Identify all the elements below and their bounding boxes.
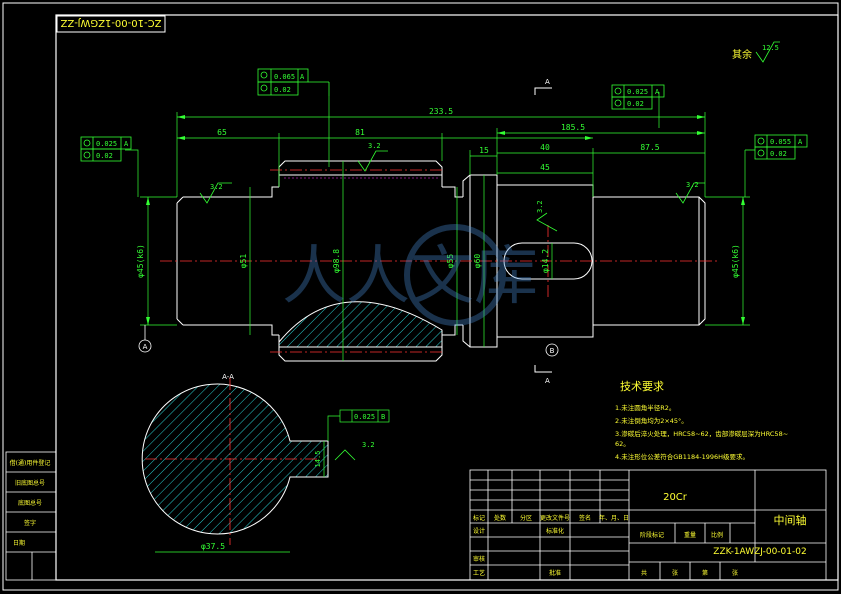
roughness-e: 3.2 xyxy=(362,441,375,449)
section-label: A-A xyxy=(222,373,234,381)
stamp-label-3: 签字 xyxy=(24,519,36,527)
dim-left-step: 65 xyxy=(217,128,227,137)
tb-weight: 重量 xyxy=(684,531,696,539)
tb-approve: 批准 xyxy=(549,569,561,577)
tol-section: 0.025 xyxy=(354,413,375,421)
tb-sheet-2: 第 xyxy=(702,569,708,577)
dim-right-len: 185.5 xyxy=(561,123,585,132)
tol-mid-top: 0.025 xyxy=(627,88,648,96)
tol-mid-top-ref: A xyxy=(655,88,660,96)
section-cut-markers xyxy=(534,87,552,373)
tb-process: 工艺 xyxy=(473,569,485,577)
datum-a: A xyxy=(143,343,148,351)
roughness-a: 3.2 xyxy=(210,183,223,191)
tb-review: 审核 xyxy=(473,555,485,563)
tb-scale: 比例 xyxy=(711,531,723,539)
tech-item-4: 4.未注形位公差符合GB1184-1996H级要求。 xyxy=(615,452,749,461)
dim-gear-len: 81 xyxy=(355,128,365,137)
dim-dia-d3: φ55 xyxy=(446,254,455,269)
roughness-symbols xyxy=(199,150,705,461)
arrowheads xyxy=(146,115,745,325)
tol-gear-top-ref: A xyxy=(300,73,305,81)
tol-left-top: 0.025 xyxy=(96,140,117,148)
tb-design: 设计 xyxy=(473,527,485,535)
roughness-d: 3.2 xyxy=(536,200,544,213)
tb-drawing-number: ZZK-1AWZJ-00-01-02 xyxy=(713,547,806,557)
tb-standard: 标准化 xyxy=(546,527,564,535)
tol-frame-mid xyxy=(611,84,665,110)
tech-heading: 技术要求 xyxy=(620,380,664,393)
roughness-b: 3.2 xyxy=(368,142,381,150)
dim-overall: 233.5 xyxy=(429,107,453,116)
roughness-rest-label: 其余 xyxy=(732,48,752,61)
tol-gear-bottom: 0.02 xyxy=(274,86,291,94)
tol-gear-top: 0.065 xyxy=(274,73,295,81)
tech-item-3b: 62。 xyxy=(615,440,630,448)
tb-sheet-1: 张 xyxy=(672,569,678,577)
tol-right-bottom: 0.02 xyxy=(770,150,787,158)
tol-frame-gear xyxy=(257,68,330,96)
centerlines xyxy=(160,169,718,353)
title-block-grid xyxy=(469,469,827,581)
dim-key-45: 45 xyxy=(540,163,550,172)
dim-dia-d4: φ60 xyxy=(473,254,482,269)
tb-row-1: 处数 xyxy=(494,514,506,522)
section-diameter: φ37.5 xyxy=(201,542,225,551)
dim-mid-40: 40 xyxy=(540,143,550,152)
roughness-rest-value: 12.5 xyxy=(762,44,779,52)
tb-row-4: 签名 xyxy=(579,514,591,522)
stamp-label-2: 底图总号 xyxy=(18,499,42,507)
datum-b: B xyxy=(550,347,555,355)
tech-item-2: 2.未注倒角均为2×45°。 xyxy=(615,416,688,425)
tol-left-top-ref: A xyxy=(124,140,129,148)
tech-item-1: 1.未注圆角半径R2。 xyxy=(615,403,675,412)
roughness-c: 3.2 xyxy=(686,181,699,189)
tb-row-5: 年、月、日 xyxy=(599,514,629,522)
dim-right-end: 87.5 xyxy=(640,143,659,152)
tol-frame-left xyxy=(80,136,132,162)
dimension-lines xyxy=(125,92,750,361)
dim-groove: 15 xyxy=(479,146,489,155)
tb-row-0: 标记 xyxy=(473,514,485,522)
tb-row-2: 分区 xyxy=(520,514,532,522)
tb-material: 20Cr xyxy=(663,492,688,503)
corner-code-box xyxy=(56,15,166,33)
dim-dia-gear: φ98.8 xyxy=(332,249,341,273)
tb-sheet-0: 共 xyxy=(641,569,647,577)
stamp-label-4: 日期 xyxy=(13,539,25,547)
stamp-label-0: 借(通)用件登记 xyxy=(10,459,51,467)
datum-b-circle xyxy=(545,343,559,357)
dim-key-dia: φ14.2 xyxy=(541,249,550,273)
tol-right-top-ref: A xyxy=(798,138,803,146)
tol-frame-right xyxy=(745,134,808,160)
cut-letter-bottom: A xyxy=(545,377,550,385)
tb-part-name: 中间轴 xyxy=(774,513,807,527)
tol-left-bottom: 0.02 xyxy=(96,152,113,160)
dim-dia-right: φ45(k6) xyxy=(731,244,740,278)
tb-sheet-3: 张 xyxy=(732,569,738,577)
watermark-text: 人人文库 xyxy=(282,240,538,314)
inner-frame xyxy=(55,14,839,581)
tb-row-3: 更改文件号 xyxy=(540,514,570,522)
tol-right-top: 0.055 xyxy=(770,138,791,146)
gear-section-hatch xyxy=(278,301,443,348)
watermark: 人人文库 xyxy=(282,224,538,326)
section-dims xyxy=(155,409,390,553)
tol-section-ref: B xyxy=(381,413,385,421)
corner-code: ZC-10-00-1ZGWJ-ZZ xyxy=(60,17,161,28)
roughness-rest-symbol xyxy=(755,41,780,63)
tb-stage-mark: 阶段标记 xyxy=(640,531,664,539)
section-key-depth: 14.5 xyxy=(314,451,322,468)
dim-dia-left: φ45(k6) xyxy=(136,244,145,278)
tech-item-3: 3.渗碳后淬火处理，HRC58~62，齿部渗碳层深为HRC58~ xyxy=(615,429,788,438)
section-centerlines xyxy=(145,378,318,545)
cut-letter-top: A xyxy=(545,78,550,86)
side-stamp-table xyxy=(5,451,57,581)
tol-mid-bottom: 0.02 xyxy=(627,100,644,108)
stamp-label-1: 旧底图总号 xyxy=(15,479,45,487)
dim-dia-d1: φ51 xyxy=(239,254,248,269)
